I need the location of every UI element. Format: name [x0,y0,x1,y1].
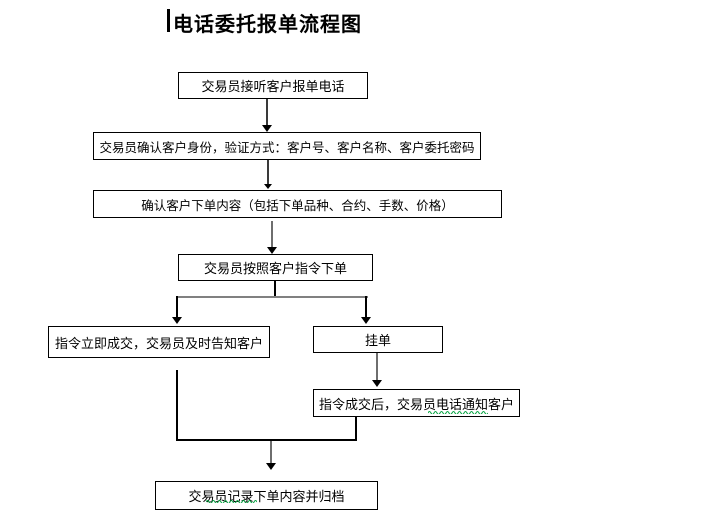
flow-node-place-order: 交易员按照客户指令下单 [178,254,373,281]
arrow-down-icon [267,247,277,254]
arrow-down-icon [264,184,272,189]
arrow-down-icon [266,463,276,470]
flow-node-confirm-content: 确认客户下单内容（包括下单品种、合约、手数、价格） [93,190,502,218]
flow-node-pending-order: 挂单 [313,326,443,353]
flow-node-record-archive: 交易员记录下单内容并归档 [155,481,378,510]
flow-node-answer-call: 交易员接听客户报单电话 [178,72,368,99]
arrow-down-icon [262,125,272,132]
branch-horizontal-line [177,296,368,298]
merge-horizontal-line [176,439,357,441]
branch-left-line [176,296,178,318]
text-cursor [167,9,170,32]
merge-right-line [355,417,357,441]
flow-node-verify-identity: 交易员确认客户身份，验证方式：客户号、客户名称、客户委托密码 [93,132,481,160]
connector-line-3 [271,221,273,248]
flow-node-immediate-fill: 指令立即成交，交易员及时告知客户 [48,326,270,358]
branch-right-line [365,296,367,318]
flow-node-notify-after-fill: 指令成交后，交易员电话通知客户 [313,389,520,417]
arrow-down-icon [172,317,182,324]
merge-left-line [176,370,178,441]
connector-line-2 [267,160,269,186]
spellcheck-squiggle [428,411,488,414]
arrow-down-icon [361,317,371,324]
branch-stub-line [274,281,276,297]
connector-line-4 [376,353,378,381]
arrow-down-icon [372,380,382,387]
spellcheck-squiggle [206,500,257,503]
page-title: 电话委托报单流程图 [173,14,362,36]
connector-line-1 [266,99,268,127]
connector-line-5 [270,441,272,464]
